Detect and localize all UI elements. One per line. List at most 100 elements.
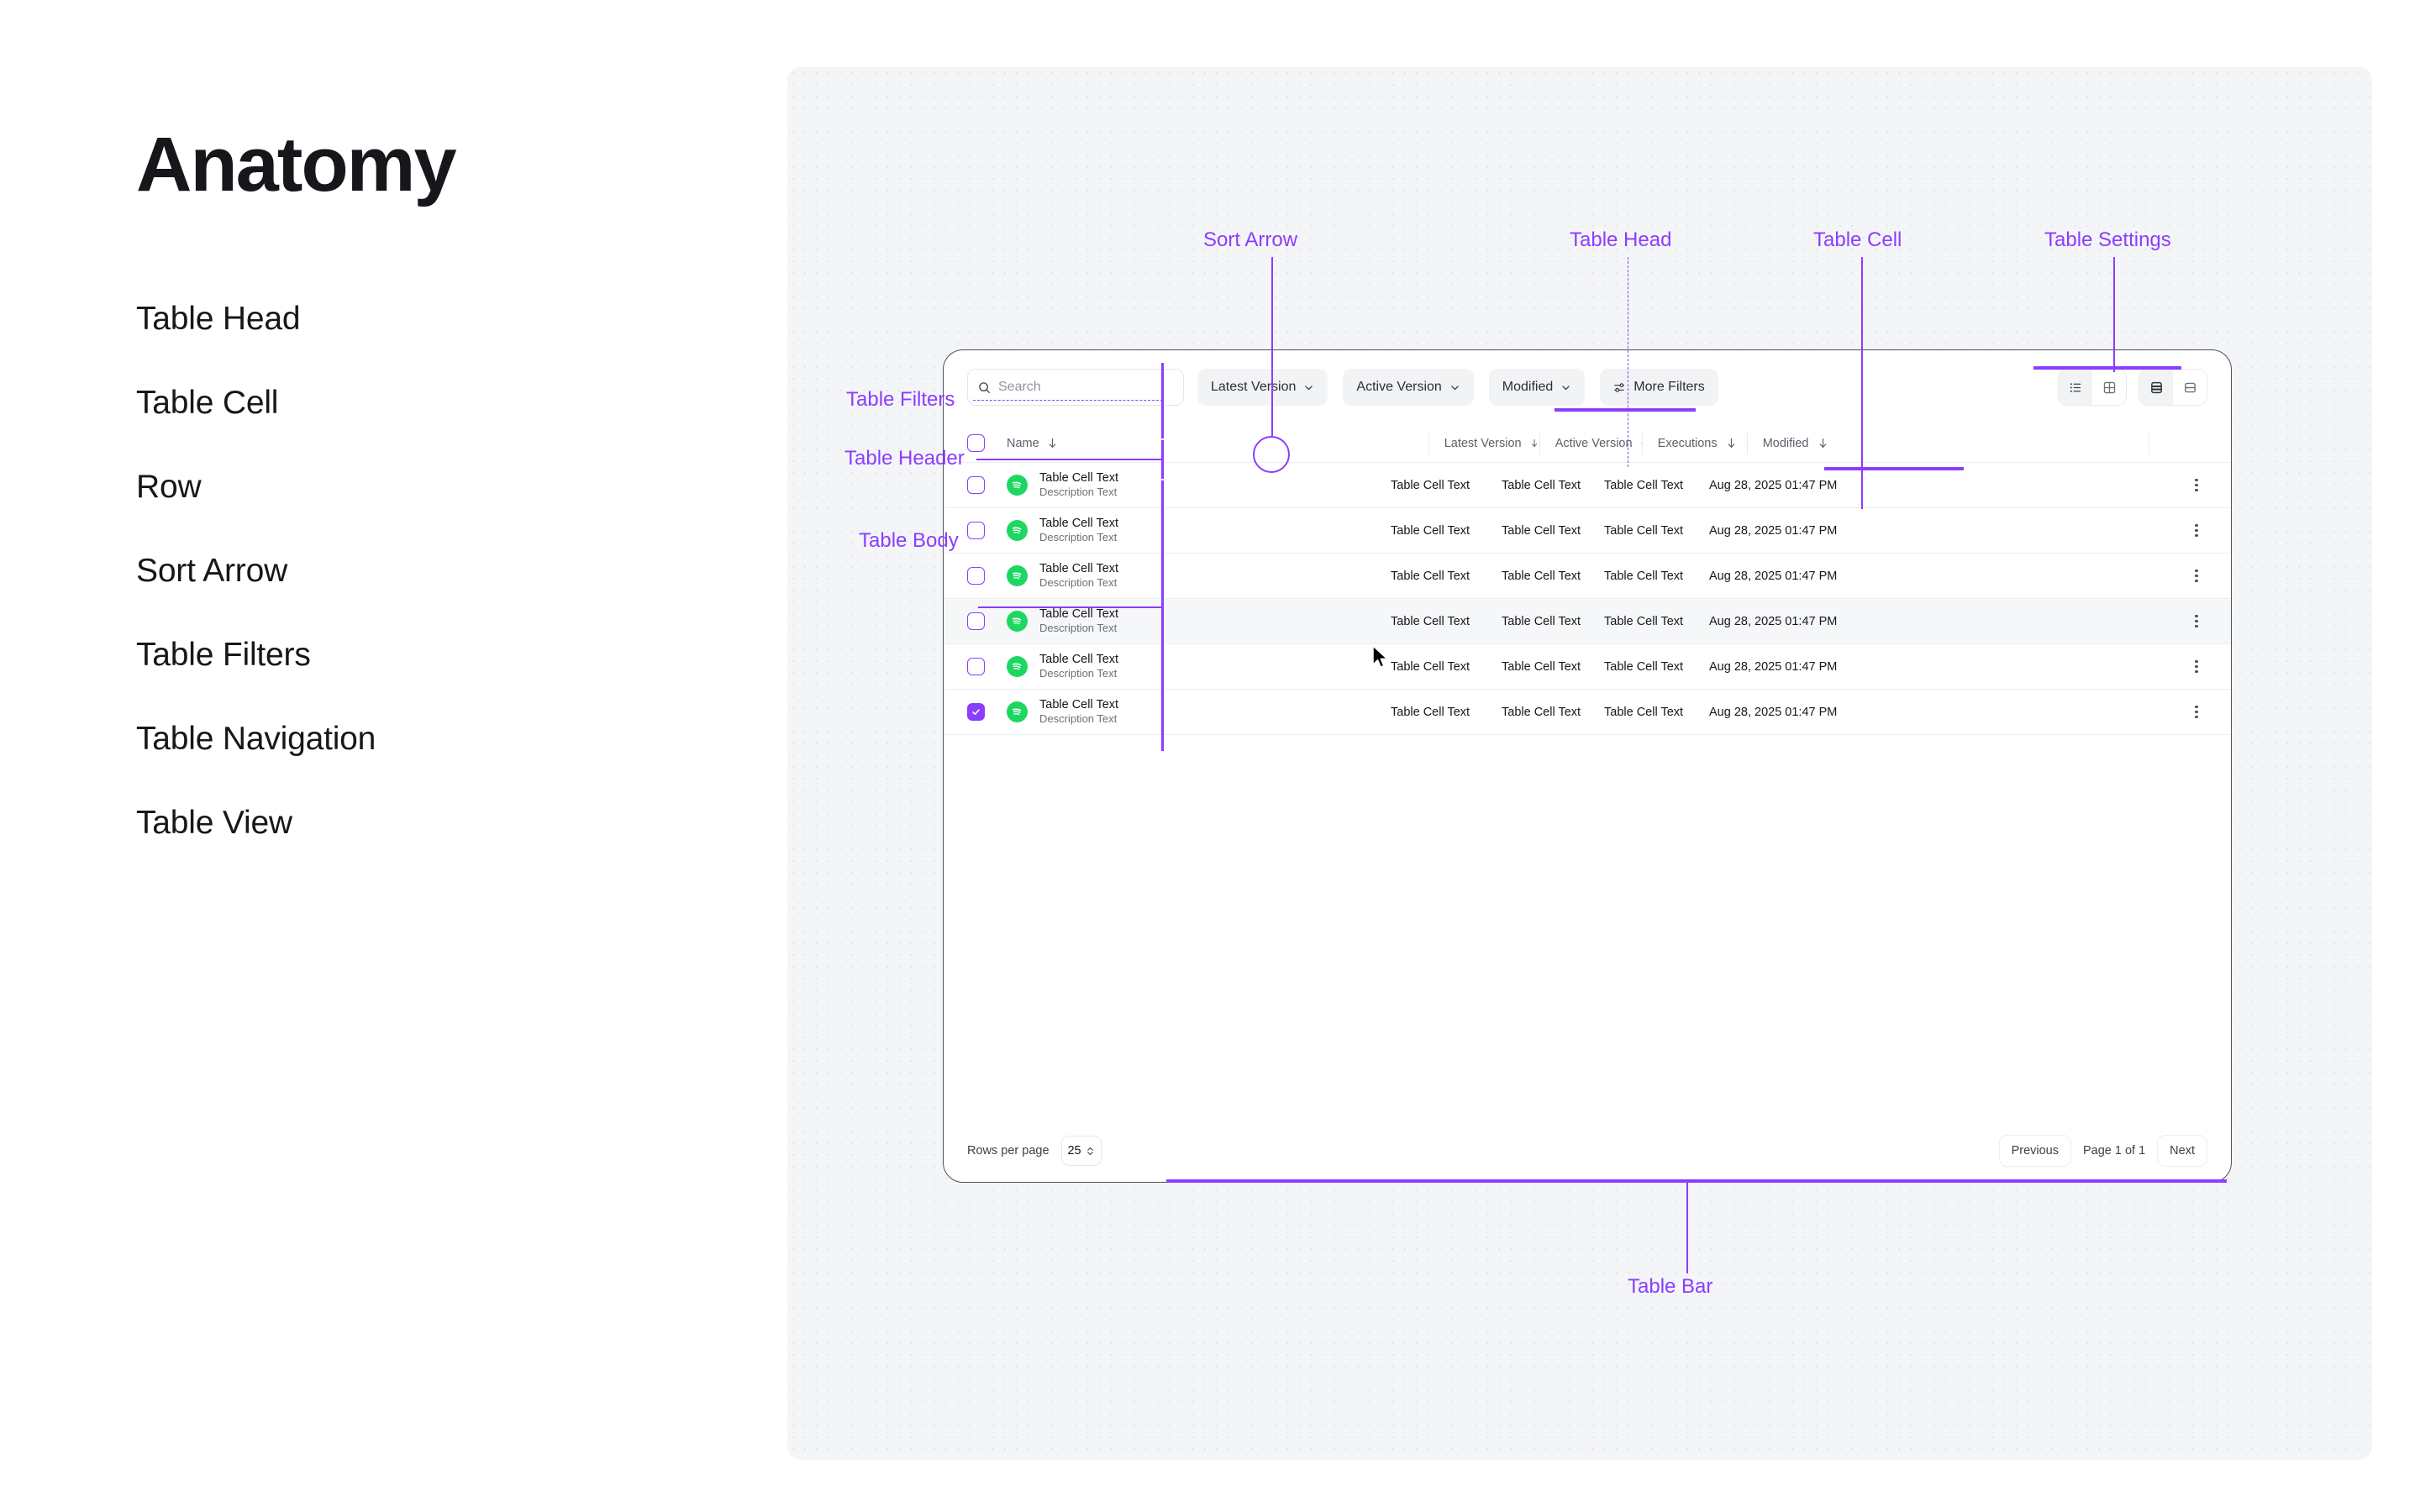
row-checkbox[interactable] — [967, 476, 985, 494]
filter-chip-modified[interactable]: Modified — [1488, 369, 1586, 406]
select-all-checkbox[interactable] — [967, 434, 985, 452]
cell-active-version: Table Cell Text — [1502, 478, 1581, 492]
spotify-icon — [1007, 611, 1028, 632]
annotation-leader-table-filters — [973, 400, 1163, 401]
cell-active-version: Table Cell Text — [1502, 614, 1581, 628]
column-header-label: Modified — [1762, 436, 1809, 450]
column-header-label: Latest Version — [1444, 436, 1522, 450]
row-checkbox[interactable] — [967, 567, 985, 585]
kebab-menu-icon[interactable] — [2186, 659, 2207, 674]
comfortable-rows-button[interactable] — [2173, 370, 2207, 405]
table-row[interactable]: Table Cell Text Description Text Table C… — [944, 644, 2231, 690]
row-checkbox[interactable] — [967, 522, 985, 539]
filter-chip-label: Active Version — [1356, 380, 1442, 394]
grid-view-icon — [2103, 381, 2115, 393]
filter-chip-latest-version[interactable]: Latest Version — [1197, 369, 1328, 406]
term-item: Table Navigation — [136, 721, 376, 757]
row-name: Table Cell Text — [1039, 652, 1119, 666]
annotation-leader-table-bar — [1686, 1181, 1688, 1273]
row-name-block: Table Cell Text Description Text — [1039, 516, 1376, 545]
annotation-table-settings: Table Settings — [2044, 228, 2171, 251]
chevron-down-icon — [1562, 385, 1570, 390]
density-toggle-group — [2139, 369, 2207, 406]
sort-arrow-down-icon — [1640, 442, 1642, 444]
cell-active-version: Table Cell Text — [1502, 569, 1581, 583]
left-column: Anatomy Table Head Table Cell Row Sort A… — [136, 126, 724, 890]
table-row[interactable]: Table Cell Text Description Text Table C… — [944, 690, 2231, 735]
list-view-icon — [2070, 382, 2081, 392]
annotation-bracket-table-filters — [1161, 363, 1164, 438]
rows-comfortable-icon — [2184, 382, 2196, 392]
column-header-modified[interactable]: Modified — [1746, 432, 1873, 454]
annotation-table-head: Table Head — [1570, 228, 1672, 251]
row-description: Description Text — [1039, 667, 1118, 680]
term-item: Table Cell — [136, 385, 279, 421]
cell-latest-version: Table Cell Text — [1391, 478, 1470, 492]
chevron-down-icon — [1305, 385, 1313, 390]
cell-active-version: Table Cell Text — [1502, 523, 1581, 538]
row-description: Description Text — [1039, 712, 1118, 726]
search-input[interactable]: Search — [967, 369, 1184, 406]
annotation-leader-table-cell — [1861, 257, 1863, 509]
table-header-row: Name Latest Version Active Version — [944, 424, 2231, 463]
filter-chip-more-filters[interactable]: More Filters — [1600, 369, 1718, 406]
previous-page-button[interactable]: Previous — [1998, 1135, 2071, 1167]
annotation-table-cell: Table Cell — [1813, 228, 1902, 251]
filter-chip-active-version[interactable]: Active Version — [1343, 369, 1474, 406]
table-row[interactable]: Table Cell Text Description Text Table C… — [944, 554, 2231, 599]
column-header-actions — [2149, 432, 2207, 454]
annotation-underline-table-settings — [2033, 366, 2181, 370]
row-name-block: Table Cell Text Description Text — [1039, 470, 1376, 500]
cell-modified: Aug 28, 2025 01:47 PM — [1709, 478, 1838, 492]
sort-arrow-down-icon — [1728, 438, 1734, 448]
term-item: Table Filters — [136, 637, 311, 673]
column-header-latest-version[interactable]: Latest Version — [1428, 432, 1539, 454]
cell-modified: Aug 28, 2025 01:47 PM — [1709, 523, 1838, 538]
anatomy-term-list: Table Head Table Cell Row Sort Arrow Tab… — [136, 302, 724, 839]
filter-chip-label: Latest Version — [1211, 380, 1297, 394]
cell-modified: Aug 28, 2025 01:47 PM — [1709, 614, 1838, 628]
list-view-button[interactable] — [2059, 370, 2092, 405]
search-placeholder: Search — [998, 380, 1041, 394]
column-header-name[interactable]: Name — [1007, 437, 1059, 450]
row-name-block: Table Cell Text Description Text — [1039, 652, 1376, 681]
view-toggle-group — [2058, 369, 2127, 406]
kebab-menu-icon[interactable] — [2186, 523, 2207, 538]
annotation-bracket-table-body — [1161, 480, 1164, 751]
kebab-menu-icon[interactable] — [2186, 569, 2207, 583]
annotation-underline-table-bar — [1166, 1179, 2227, 1183]
row-name: Table Cell Text — [1039, 516, 1119, 530]
row-name: Table Cell Text — [1039, 697, 1119, 711]
grid-view-button[interactable] — [2092, 370, 2126, 405]
kebab-menu-icon[interactable] — [2186, 478, 2207, 492]
table-filters-bar: Search Latest Version Active Version Mod… — [944, 350, 2231, 424]
chevron-updown-icon — [1086, 1147, 1093, 1155]
filter-chip-label: Modified — [1502, 380, 1554, 394]
row-checkbox[interactable] — [967, 703, 985, 721]
annotation-table-header: Table Header — [844, 447, 965, 470]
rows-per-page-stepper[interactable]: 25 — [1060, 1136, 1102, 1166]
next-page-button[interactable]: Next — [2157, 1135, 2207, 1167]
kebab-menu-icon[interactable] — [2186, 705, 2207, 719]
pagination-controls: Previous Page 1 of 1 Next — [1998, 1135, 2207, 1167]
search-icon — [979, 381, 990, 393]
cell-executions: Table Cell Text — [1604, 523, 1684, 538]
column-header-active-version[interactable]: Active Version — [1539, 432, 1642, 454]
annotation-table-filters: Table Filters — [846, 388, 955, 411]
check-icon — [972, 709, 980, 715]
row-name: Table Cell Text — [1039, 606, 1119, 621]
annotation-leader-table-body — [978, 606, 1163, 608]
annotation-underline-table-head — [1555, 408, 1696, 412]
row-checkbox[interactable] — [967, 612, 985, 630]
dense-rows-button[interactable] — [2139, 370, 2173, 405]
column-header-executions[interactable]: Executions — [1641, 432, 1747, 454]
spotify-icon — [1007, 656, 1028, 677]
row-description: Description Text — [1039, 622, 1118, 635]
row-checkbox[interactable] — [967, 658, 985, 675]
table-row[interactable]: Table Cell Text Description Text Table C… — [944, 508, 2231, 554]
kebab-menu-icon[interactable] — [2186, 614, 2207, 628]
cell-executions: Table Cell Text — [1604, 569, 1684, 583]
sort-arrow-down-icon — [1049, 438, 1055, 448]
table-row[interactable]: Table Cell Text Description Text Table C… — [944, 463, 2231, 508]
cell-modified: Aug 28, 2025 01:47 PM — [1709, 659, 1838, 674]
